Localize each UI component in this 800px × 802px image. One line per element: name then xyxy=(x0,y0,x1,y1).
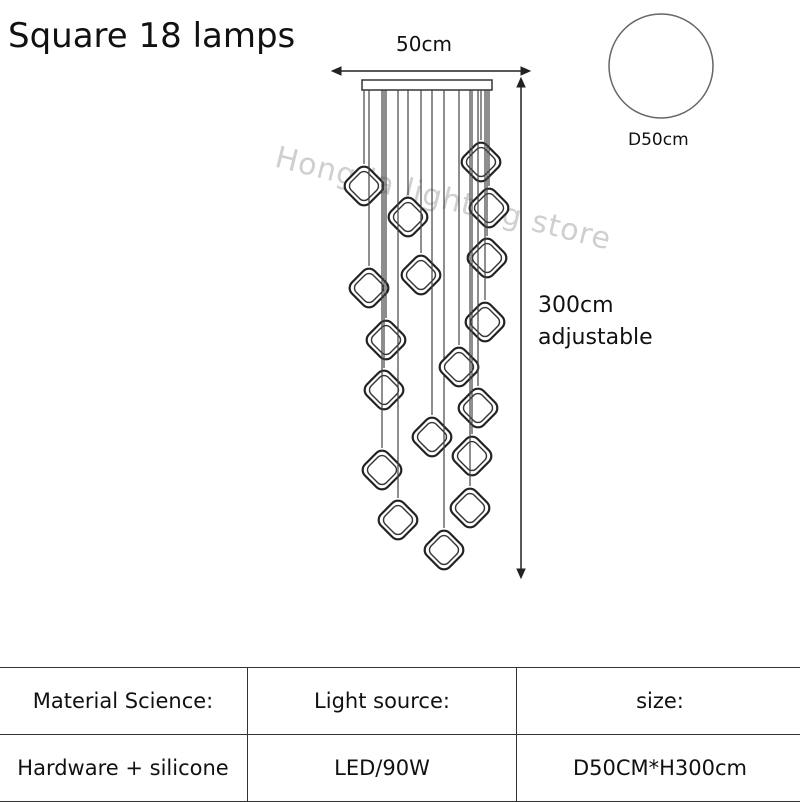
square-lamp xyxy=(385,194,430,239)
square-lamp xyxy=(363,317,408,362)
square-lamp xyxy=(361,367,406,412)
lamp-drawing xyxy=(0,0,800,660)
square-lamp xyxy=(447,485,492,530)
material-header: Material Science: xyxy=(0,668,248,735)
square-lamp xyxy=(436,344,481,389)
square-lamp xyxy=(375,497,420,542)
width-label: 50cm xyxy=(396,32,452,56)
spec-table: Material Science: Light source: size: Ha… xyxy=(0,667,800,802)
diameter-circle xyxy=(609,14,713,118)
square-lamp xyxy=(458,139,503,184)
lamp-cluster xyxy=(341,90,511,573)
spec-header-row: Material Science: Light source: size: xyxy=(0,668,800,735)
ceiling-canopy xyxy=(362,80,492,90)
height-value: 300cm xyxy=(538,290,653,322)
light-source-value: LED/90W xyxy=(248,735,517,802)
spec-value-row: Hardware + silicone LED/90W D50CM*H300cm xyxy=(0,735,800,802)
height-adjustable-note: adjustable xyxy=(538,322,653,354)
square-lamp xyxy=(421,527,466,572)
square-lamp xyxy=(462,299,507,344)
height-dimension-arrow xyxy=(517,78,525,578)
light-source-header: Light source: xyxy=(248,668,517,735)
size-value: D50CM*H300cm xyxy=(517,735,800,802)
material-value: Hardware + silicone xyxy=(0,735,248,802)
width-dimension-arrow xyxy=(332,67,530,75)
square-lamp xyxy=(346,265,391,310)
square-lamp xyxy=(455,385,500,430)
square-lamp xyxy=(341,163,386,208)
square-lamp xyxy=(464,235,509,280)
square-lamp xyxy=(449,433,494,478)
height-label: 300cm adjustable xyxy=(538,290,653,354)
diameter-label: D50cm xyxy=(628,130,689,150)
square-lamp xyxy=(409,414,454,459)
size-header: size: xyxy=(517,668,800,735)
square-lamp xyxy=(466,185,511,230)
square-lamp xyxy=(398,252,443,297)
